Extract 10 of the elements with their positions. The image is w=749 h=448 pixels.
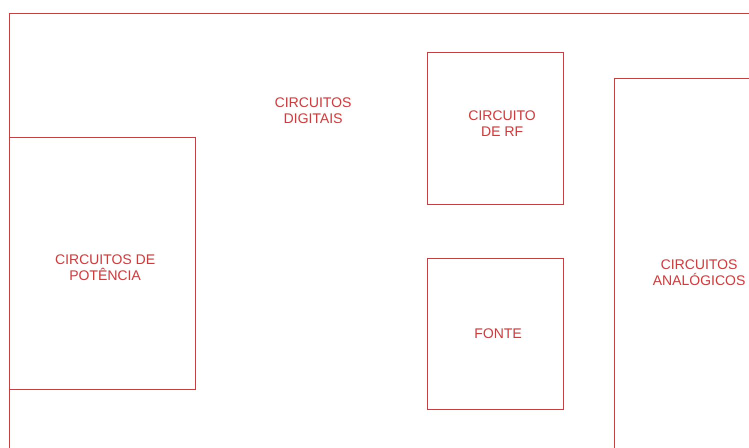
block-box [9,137,196,390]
block-label: CIRCUITO DE RF [467,107,537,139]
block-label: FONTE [473,325,523,341]
block-box [427,258,564,410]
region-outline [9,13,749,448]
block-label: CIRCUITOS ANALÓGICOS [652,256,746,288]
block-label: CIRCUITOS DIGITAIS [274,94,352,126]
block-box [614,78,749,448]
block-box [427,52,564,205]
block-label: CIRCUITOS DE POTÊNCIA [54,251,156,283]
